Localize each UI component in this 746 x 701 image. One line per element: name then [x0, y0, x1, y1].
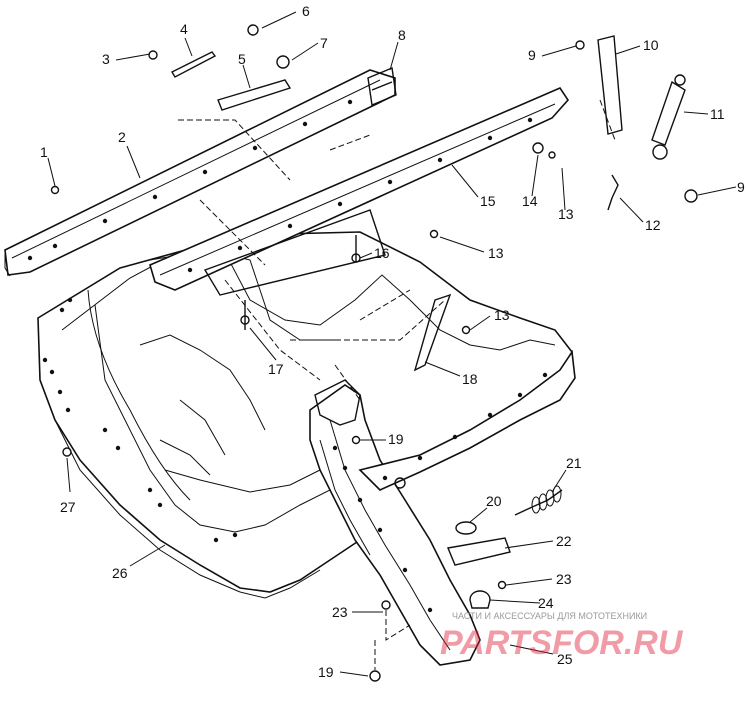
callout-18: 18 [462, 371, 478, 387]
callout-3: 3 [102, 51, 110, 67]
bracket-part-18 [413, 293, 452, 372]
callout-10: 10 [643, 37, 659, 53]
callout-11: 11 [710, 106, 725, 122]
callout-4: 4 [180, 21, 188, 37]
strip-part-4 [171, 51, 217, 78]
callout-17: 17 [268, 361, 284, 377]
callout-2: 2 [118, 129, 126, 145]
callout-19a: 19 [388, 431, 404, 447]
callout-7: 7 [320, 35, 328, 51]
bracket-part-10 [597, 35, 623, 135]
callout-26: 26 [112, 565, 128, 581]
bracket-part-8 [367, 67, 397, 106]
callout-22: 22 [556, 533, 572, 549]
callout-19b: 19 [318, 664, 334, 680]
callout-16: 16 [374, 245, 390, 261]
callout-5: 5 [238, 51, 246, 67]
callout-23a: 23 [556, 571, 572, 587]
callout-25: 25 [557, 651, 573, 667]
callout-9a: 9 [528, 47, 536, 63]
callout-1: 1 [40, 144, 48, 160]
callout-13c: 13 [494, 307, 510, 323]
callout-20: 20 [486, 493, 502, 509]
callout-labels: 1 2 3 4 5 6 7 8 9 10 11 9 12 15 14 13 13… [40, 3, 745, 680]
callout-15: 15 [480, 193, 496, 209]
assembly-lines [178, 99, 616, 670]
plate-part-16 [203, 209, 386, 296]
callout-13a: 13 [558, 206, 574, 222]
callout-13b: 13 [488, 245, 504, 261]
callout-9b: 9 [737, 179, 745, 195]
callout-21: 21 [566, 455, 582, 471]
spring-part-21 [514, 485, 563, 516]
callout-24: 24 [538, 595, 554, 611]
body-pan [37, 231, 576, 666]
watermark-tagline: ЧАСТИ И АКСЕССУАРЫ ДЛЯ МОТОТЕХНИКИ [452, 611, 647, 621]
plate-part-22 [447, 537, 511, 566]
leader-lines [47, 11, 737, 677]
callout-14: 14 [522, 193, 538, 209]
strip-part-5 [217, 79, 292, 111]
callout-6: 6 [302, 3, 310, 19]
right-rail [149, 87, 570, 291]
watermark: ЧАСТИ И АКСЕССУАРЫ ДЛЯ МОТОТЕХНИКИ PARTS… [440, 611, 684, 662]
callout-8: 8 [398, 27, 406, 43]
link-part-11 [651, 80, 686, 146]
watermark-brand: PARTSFOR.RU [440, 624, 684, 662]
callout-23b: 23 [332, 604, 348, 620]
callout-12: 12 [645, 217, 661, 233]
callout-27: 27 [60, 499, 76, 515]
